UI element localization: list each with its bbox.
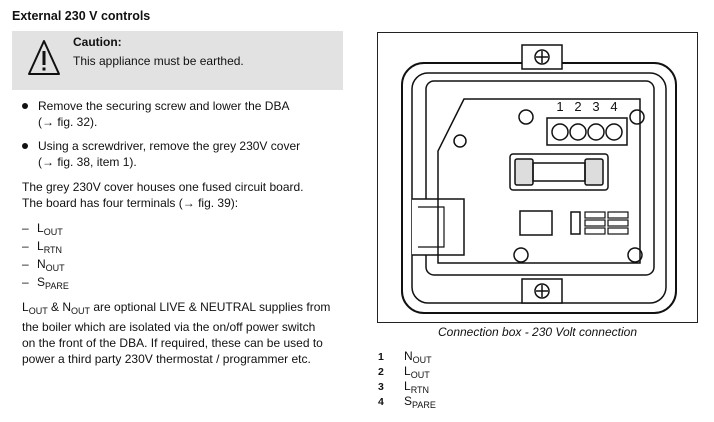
paragraph-line: power a third party 230V thermostat / pr… (22, 352, 311, 366)
legend-number: 4 (378, 396, 384, 408)
legend-item: 3 LRTN (378, 379, 429, 395)
terminal-number: 2 (574, 99, 581, 114)
terminal-subscript: OUT (45, 263, 65, 273)
paragraph-line: The board has four terminals (→ fig. 39)… (22, 196, 239, 210)
legend-item: 1 NOUT (378, 349, 432, 365)
bullet-line: (→ fig. 32). (38, 115, 98, 129)
terminal-list-item: –SPARE (22, 275, 69, 291)
bullet-line: Remove the securing screw and lower the … (38, 99, 290, 113)
paragraph-line: The grey 230V cover houses one fused cir… (22, 180, 304, 194)
legend-label: NOUT (404, 349, 432, 365)
top-screw-icon (534, 49, 550, 65)
terminal-label: L (37, 239, 44, 253)
bottom-screw-icon (534, 283, 550, 299)
bullet-dot (22, 143, 28, 149)
legend-item: 2 LOUT (378, 364, 430, 380)
description-paragraph: The grey 230V cover houses one fused cir… (22, 179, 342, 211)
terminal-label: N (37, 257, 46, 271)
bullet-line: (→ fig. 38, item 1). (38, 155, 137, 169)
paragraph-line: LOUT & NOUT are optional LIVE & NEUTRAL … (22, 300, 331, 316)
supply-paragraph: LOUT & NOUT are optional LIVE & NEUTRAL … (22, 299, 344, 367)
legend-number: 1 (378, 351, 384, 363)
figure-caption: Connection box - 230 Volt connection (437, 325, 638, 339)
legend-number: 2 (378, 366, 384, 378)
legend-label: SPARE (404, 394, 436, 410)
terminal-list-item: –NOUT (22, 257, 65, 273)
legend-number: 3 (378, 381, 384, 393)
terminal-number: 1 (556, 99, 563, 114)
terminal-label: S (37, 275, 46, 289)
terminal-number: 4 (610, 99, 617, 114)
legend-label: LRTN (404, 379, 430, 395)
bullet-item: Using a screwdriver, remove the grey 230… (22, 138, 342, 170)
terminal-subscript: OUT (43, 227, 63, 237)
terminal-number: 3 (592, 99, 599, 114)
terminal-list-item: –LOUT (22, 221, 63, 237)
bullet-dot (22, 103, 28, 109)
caution-box: Caution: This appliance must be earthed. (12, 31, 343, 90)
paragraph-line: the boiler which are isolated via the on… (22, 320, 316, 334)
paragraph-line: on the front of the DBA. If required, th… (22, 336, 323, 350)
legend-label: LOUT (404, 364, 430, 380)
bullet-item: Remove the securing screw and lower the … (22, 98, 342, 130)
terminal-label: L (37, 221, 44, 235)
warning-triangle-icon (28, 40, 60, 75)
terminal-subscript: PARE (45, 281, 69, 291)
connection-box-diagram: 1 2 3 4 (401, 44, 677, 314)
terminal-subscript: RTN (43, 245, 63, 255)
figure-frame: 1 2 3 4 (377, 32, 698, 323)
bullet-line: Using a screwdriver, remove the grey 230… (38, 139, 301, 153)
terminal-list-item: –LRTN (22, 239, 63, 255)
caution-title: Caution: (73, 35, 122, 49)
page-heading: External 230 V controls (12, 9, 151, 23)
caution-text: This appliance must be earthed. (73, 54, 244, 68)
legend-item: 4 SPARE (378, 394, 436, 410)
terminal-block (546, 117, 628, 146)
fuse (509, 153, 609, 191)
